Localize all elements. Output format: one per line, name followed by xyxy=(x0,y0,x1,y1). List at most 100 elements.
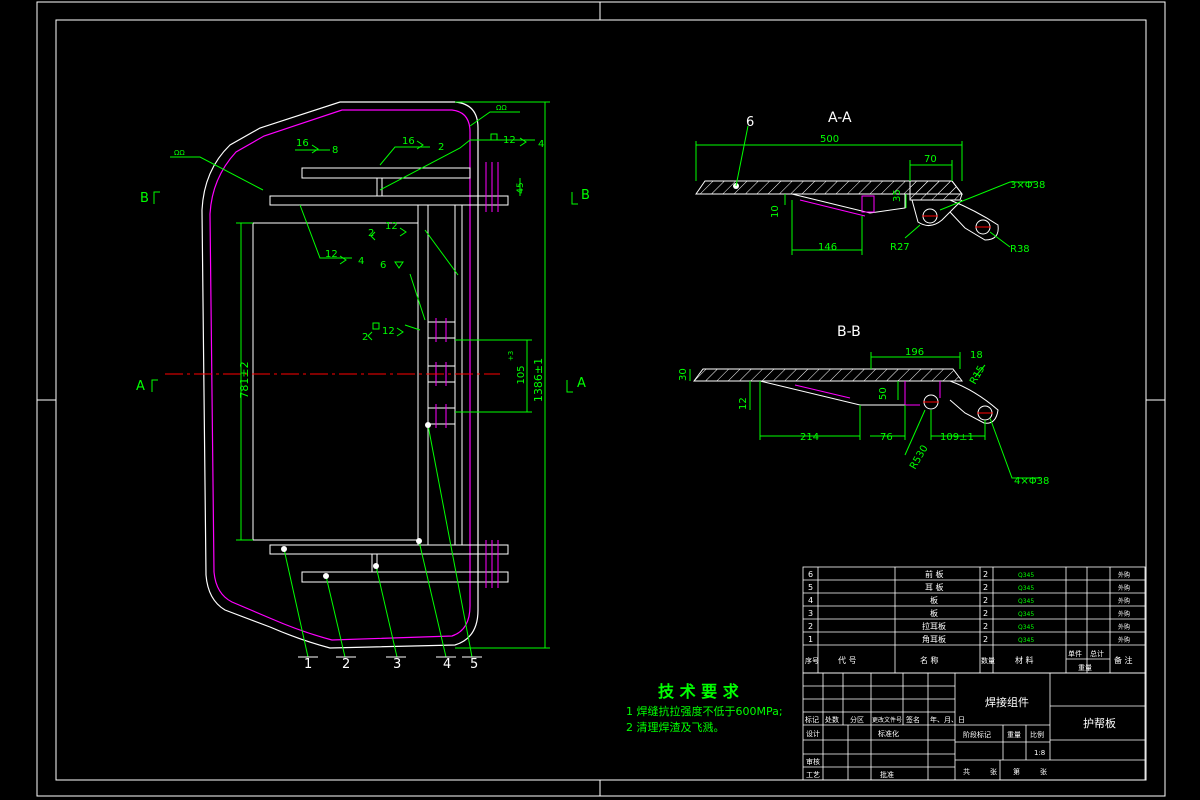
part-mat: Q345 xyxy=(1018,611,1034,618)
main-view: 781±2 1386±1 105 +3 45 ΩΩ ΩΩ 16 8 16 2 1… xyxy=(136,101,590,672)
part-name: 板 xyxy=(930,595,938,605)
dim-4x38: 4×Φ38 xyxy=(1014,476,1049,487)
assembly-name: 焊接组件 xyxy=(985,695,1029,709)
balloon-4: 4 xyxy=(443,657,451,672)
weld-size: 16 xyxy=(402,136,415,147)
part-no: 6 xyxy=(808,570,813,579)
dim-r27: R27 xyxy=(890,242,910,253)
part-note: 外购 xyxy=(1118,597,1130,605)
weld-size: 6 xyxy=(380,260,386,271)
balloon-5: 5 xyxy=(470,657,478,672)
dim-r38: R38 xyxy=(1010,244,1030,255)
label-change-doc: 更改文件号 xyxy=(872,716,902,724)
label-zone: 分区 xyxy=(850,715,864,724)
section-aa-title: A-A xyxy=(828,110,852,126)
part-note: 外购 xyxy=(1118,610,1130,618)
header-weight: 重量 xyxy=(1078,664,1092,672)
part-note: 外购 xyxy=(1118,584,1130,592)
part-title: 护帮板 xyxy=(1083,716,1116,730)
part-qty: 2 xyxy=(983,622,988,631)
sheet-no: 第 xyxy=(1013,767,1020,776)
title-block xyxy=(802,672,1146,781)
weld-size: 12 xyxy=(382,326,395,337)
section-bb-title: B-B xyxy=(837,324,861,340)
part-mat: Q345 xyxy=(1018,637,1034,644)
tech-req-line-2: 2 清理焊渣及飞溅。 xyxy=(626,720,725,734)
tech-req-title: 技 术 要 求 xyxy=(658,682,740,701)
parts-list-text: 6 前 板 2 Q345 外购 5 耳 板 2 Q345 外购 4 板 2 Q3… xyxy=(805,569,1133,672)
label-sign: 签名 xyxy=(906,715,920,724)
part-name: 耳 板 xyxy=(925,582,944,592)
part-name: 前 板 xyxy=(925,569,944,579)
part-no: 1 xyxy=(808,635,813,644)
section-mark-a-left: A xyxy=(136,379,145,394)
weld-len: 4 xyxy=(358,256,364,267)
part-qty: 2 xyxy=(983,609,988,618)
tech-requirements: 技 术 要 求 1 焊缝抗拉强度不低于600MPa; 2 清理焊渣及飞溅。 xyxy=(626,682,783,734)
weld-size: 16 xyxy=(296,138,309,149)
part-mat: Q345 xyxy=(1018,598,1034,605)
balloon-1: 1 xyxy=(304,657,312,672)
part-note: 外购 xyxy=(1118,636,1130,644)
outer-contour xyxy=(201,101,479,649)
balloon-3: 3 xyxy=(393,657,401,672)
dim-1386: 1386±1 xyxy=(532,358,545,402)
part-no: 2 xyxy=(808,622,813,631)
tech-req-line-1: 1 焊缝抗拉强度不低于600MPa; xyxy=(626,704,783,718)
sheet-unit-2: 张 xyxy=(1040,767,1047,776)
weld-len: 2 xyxy=(362,332,368,343)
header-no: 序号 xyxy=(805,656,819,665)
title-block-text: 焊接组件 护帮板 标记 处数 分区 更改文件号 签名 年、月、日 设计 标准化 … xyxy=(805,695,1116,779)
label-design: 设计 xyxy=(806,729,820,738)
weld-size: 12 xyxy=(385,221,398,232)
balloon-6: 6 xyxy=(746,115,754,130)
part-qty: 2 xyxy=(983,635,988,644)
sheet-total: 共 xyxy=(963,767,970,776)
parts-list xyxy=(802,566,1146,674)
part-name: 角耳板 xyxy=(922,634,946,644)
drawing-frame xyxy=(36,1,1166,797)
label-scale: 比例 xyxy=(1030,730,1044,739)
dim-70: 70 xyxy=(924,154,937,165)
section-mark-b-left: B xyxy=(140,191,149,206)
header-note: 备 注 xyxy=(1114,655,1133,665)
header-name: 名 称 xyxy=(920,655,939,665)
scale-value: 1:8 xyxy=(1034,749,1045,757)
label-check: 审核 xyxy=(806,757,820,766)
label-standard: 标准化 xyxy=(878,729,899,738)
header-code: 代 号 xyxy=(838,655,857,665)
dim-146: 146 xyxy=(818,242,837,253)
label-count: 处数 xyxy=(825,715,839,724)
header-qty: 数量 xyxy=(981,656,995,665)
part-name: 板 xyxy=(930,608,938,618)
header-unit: 单件 xyxy=(1068,649,1082,658)
label-mark: 标记 xyxy=(805,715,819,724)
part-no: 5 xyxy=(808,583,813,592)
section-aa: A-A xyxy=(695,110,1045,255)
label-weight: 重量 xyxy=(1007,731,1021,739)
dim-30: 30 xyxy=(678,368,689,381)
weld-size: 12 xyxy=(325,249,338,260)
balloon-2: 2 xyxy=(342,657,350,672)
part-no: 3 xyxy=(808,609,813,618)
part-mat: Q345 xyxy=(1018,572,1034,579)
dim-35: 35 xyxy=(892,189,903,202)
part-qty: 2 xyxy=(983,570,988,579)
weld-len: 2 xyxy=(368,228,374,239)
section-mark-a-right: A xyxy=(577,376,586,391)
part-qty: 2 xyxy=(983,596,988,605)
part-name: 拉耳板 xyxy=(922,621,946,631)
dim-45: 45 xyxy=(516,182,526,193)
dim-500: 500 xyxy=(820,134,839,145)
header-material: 材 料 xyxy=(1015,655,1034,665)
part-mat: Q345 xyxy=(1018,585,1034,592)
dim-105-tol: +3 xyxy=(507,351,515,361)
tag-left: ΩΩ xyxy=(174,149,185,157)
weld-size: 12 xyxy=(503,135,516,146)
dim-76: 76 xyxy=(880,432,893,443)
section-mark-b-right: B xyxy=(581,188,590,203)
sheet-unit-1: 张 xyxy=(990,767,997,776)
header-total: 总计 xyxy=(1090,649,1104,658)
